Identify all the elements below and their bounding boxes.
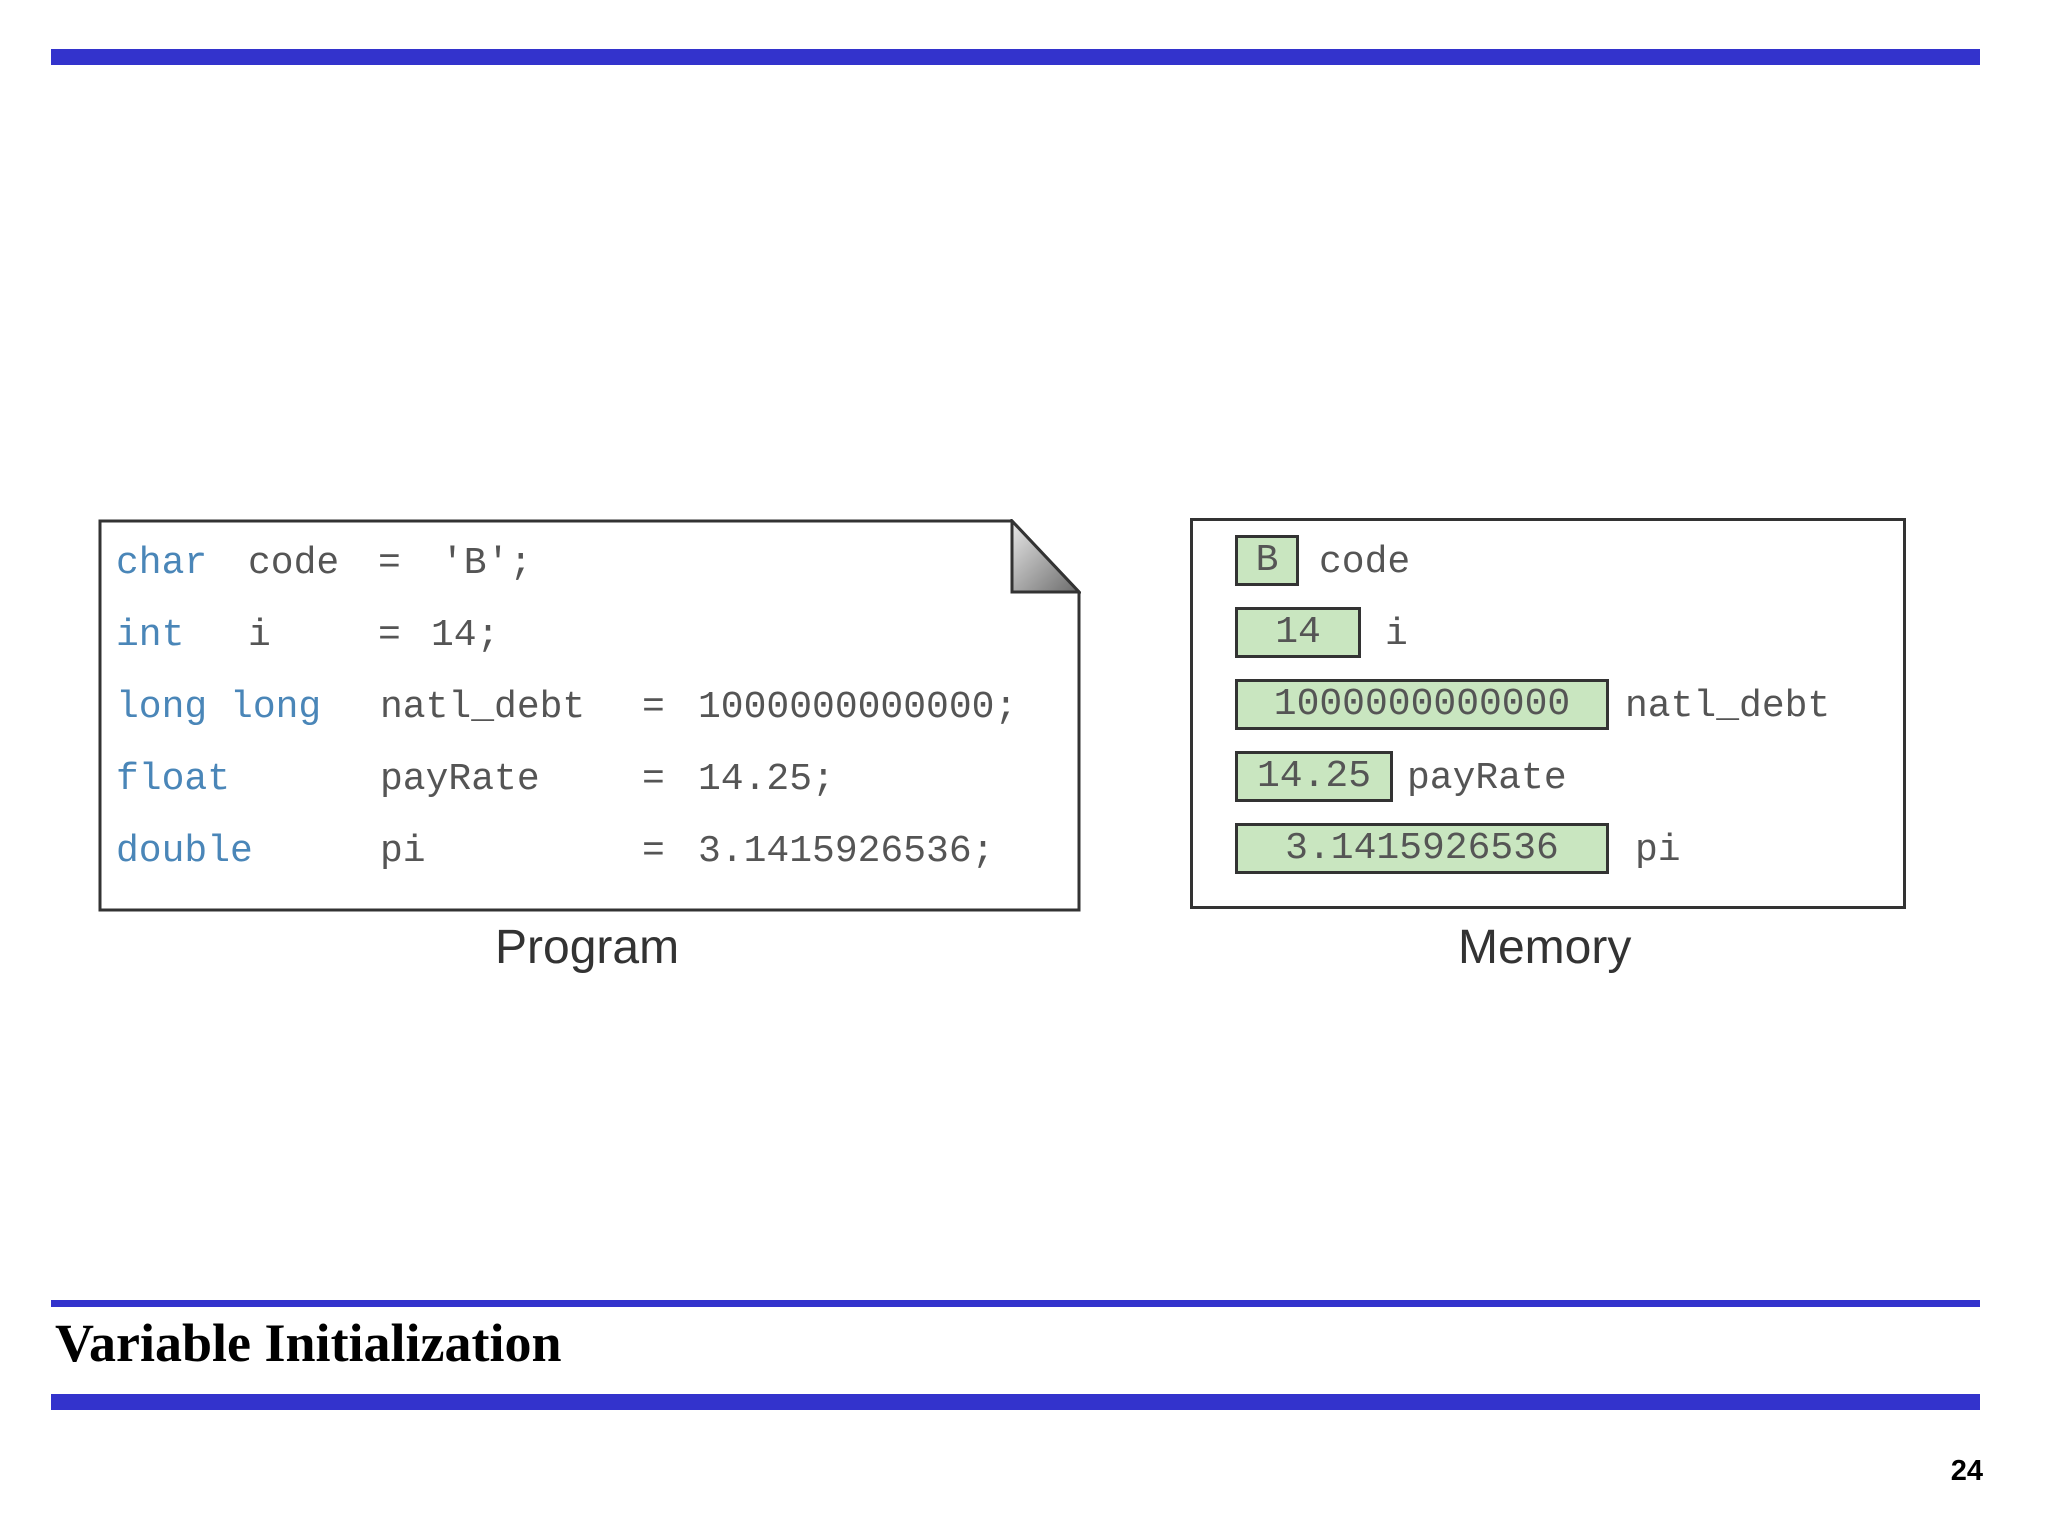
code-name-payrate: payRate	[380, 758, 540, 801]
code-type-float: float	[116, 758, 231, 801]
memory-label-natl-debt: natl_debt	[1625, 685, 1831, 728]
title-top-divider	[51, 1300, 1980, 1307]
slide-title: Variable Initialization	[55, 1313, 562, 1373]
memory-cell-code: B	[1235, 535, 1299, 586]
memory-panel: B code 14 i 1000000000000 natl_debt 14.2…	[1190, 518, 1906, 909]
memory-label-code: code	[1319, 541, 1411, 584]
code-assign: =	[642, 758, 665, 801]
program-caption: Program	[495, 921, 680, 974]
memory-label-pi: pi	[1635, 829, 1681, 872]
memory-caption: Memory	[1458, 921, 1632, 974]
code-assign: =	[378, 614, 401, 657]
code-assign: =	[642, 686, 665, 729]
code-value-payrate: 14.25;	[698, 758, 835, 801]
code-value-natl-debt: 1000000000000;	[698, 686, 1018, 729]
code-value-pi: 3.1415926536;	[698, 830, 995, 873]
code-name-i: i	[248, 614, 271, 657]
code-assign: =	[378, 542, 401, 585]
code-value-code: 'B';	[441, 542, 533, 585]
memory-cell-pi: 3.1415926536	[1235, 823, 1609, 874]
page-fold-icon	[1010, 519, 1081, 594]
memory-label-payrate: payRate	[1407, 757, 1567, 800]
code-type-int: int	[116, 614, 185, 657]
memory-cell-i: 14	[1235, 607, 1361, 658]
memory-cell-natl-debt: 1000000000000	[1235, 679, 1609, 730]
page-number: 24	[1950, 1455, 1983, 1487]
code-name-code: code	[248, 542, 340, 585]
code-name-pi: pi	[380, 830, 426, 873]
program-document-frame	[98, 519, 1081, 912]
memory-label-i: i	[1385, 613, 1408, 656]
memory-cell-payrate: 14.25	[1235, 751, 1393, 802]
code-assign: =	[642, 830, 665, 873]
program-panel: char code = 'B'; int i = 14; long long n…	[98, 519, 1081, 912]
code-value-i: 14;	[431, 614, 500, 657]
title-bottom-divider	[51, 1394, 1980, 1410]
code-name-natl-debt: natl_debt	[380, 686, 586, 729]
top-divider	[51, 49, 1980, 65]
code-type-double: double	[116, 830, 253, 873]
code-type-long-long: long long	[116, 686, 322, 729]
code-type-char: char	[116, 542, 208, 585]
